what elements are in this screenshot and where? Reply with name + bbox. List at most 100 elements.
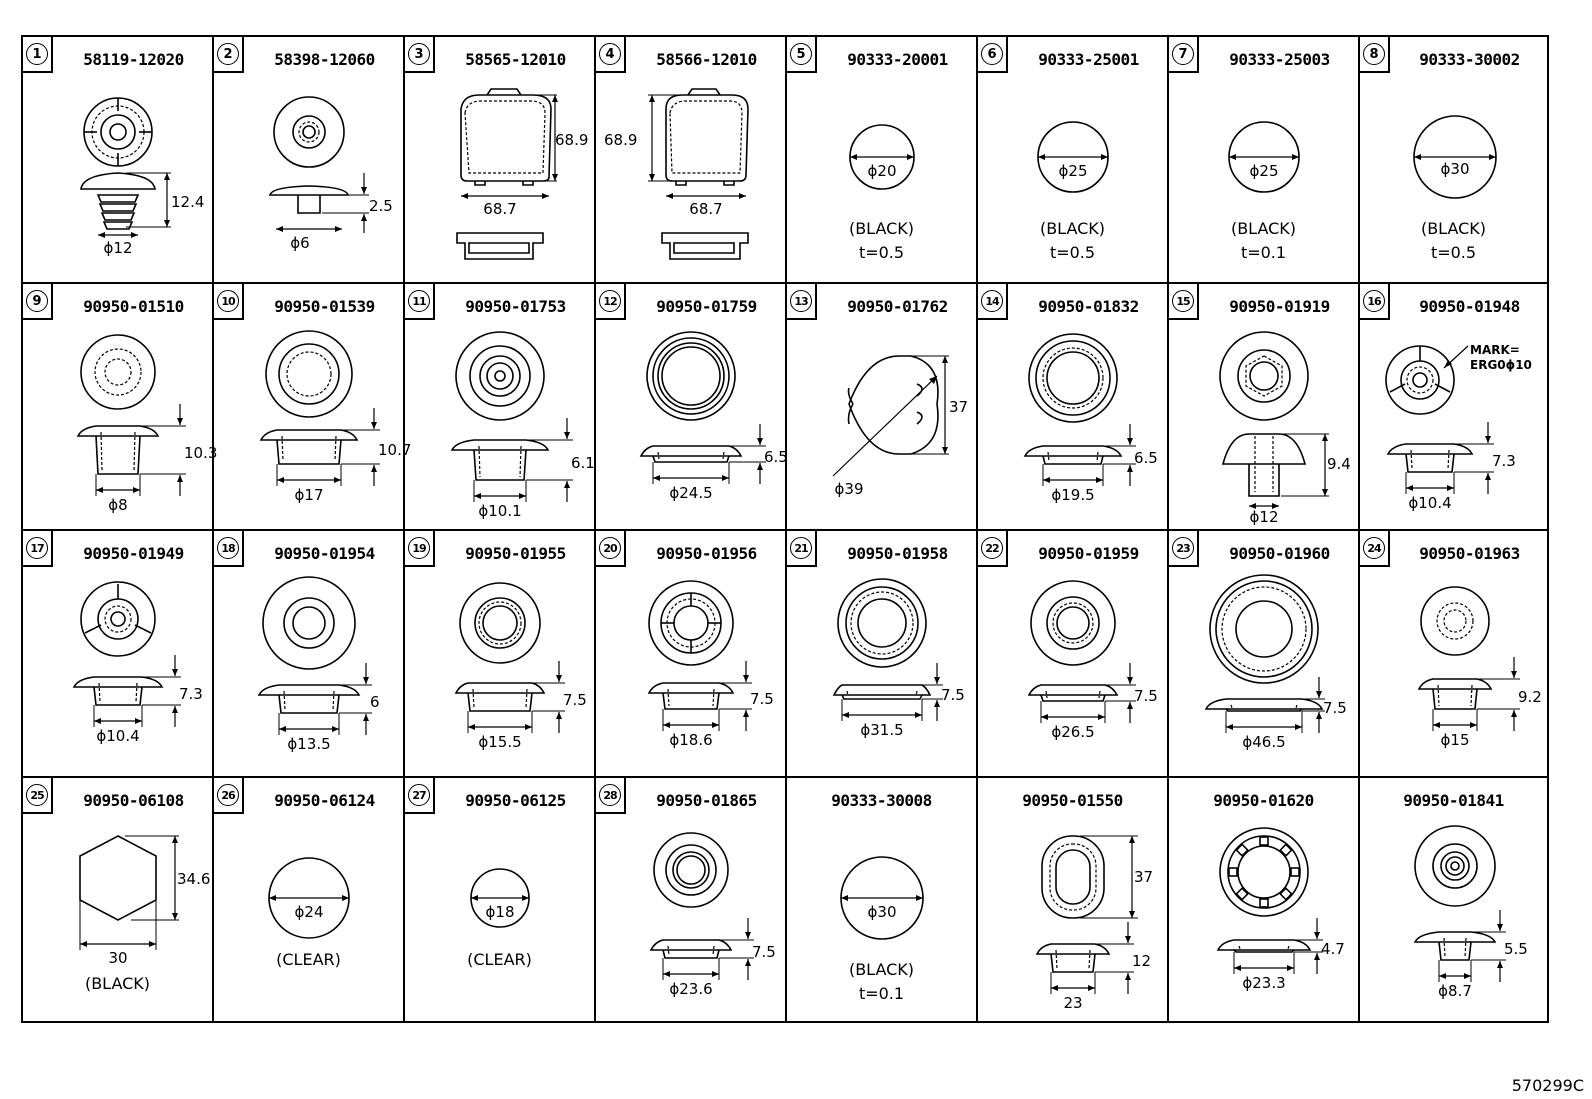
part-number: 58119-12020 [83,50,184,69]
part-drawing: ϕ25 [1037,121,1109,193]
outline-circle [1030,580,1116,666]
outline-circle [298,121,320,143]
ref-number-box: 11 [405,284,435,320]
arrow-head [564,481,570,488]
ref-number-box: 19 [405,531,435,567]
hidden-line [1410,449,1450,470]
outline-circle [1215,580,1313,678]
flange-profile [450,439,550,451]
ref-number: 13 [790,290,812,312]
body-profile [1438,941,1472,961]
outline-circle [1235,600,1293,658]
ref-number: 21 [790,537,812,559]
ref-number-box: 10 [214,284,244,320]
inner-outline [669,100,743,174]
thickness-note: t=0.5 [1430,243,1477,262]
arrow-head [1464,973,1471,979]
hidden-line [472,688,528,709]
outline-circle [1412,372,1428,388]
oval-outline [1049,843,1097,911]
dimension-label: 9.2 [1518,688,1542,706]
arrow-head [739,193,746,199]
dimension-label: 68.7 [689,200,722,218]
flange-profile [832,684,932,696]
flange-profile [1204,698,1324,710]
ref-number-box: 21 [787,531,817,567]
part-cell: 24 90950-01963 9.2 ϕ15 [1358,529,1549,776]
barb-profile [102,221,134,230]
arrow-head [842,712,849,718]
dimension-label: 12 [1132,952,1151,970]
arrow-head [519,493,526,499]
hidden-line [1055,949,1091,970]
arrow-head [522,895,529,901]
clip-outline [675,181,735,186]
ref-number-box: 12 [596,284,626,320]
arrow-head [722,475,729,481]
side-profile [673,242,735,254]
outline-circle [1219,827,1309,917]
ref-number: 1 [26,43,48,65]
hidden-line [100,431,136,472]
arrow-head [1497,961,1503,968]
outline-circle [283,597,335,649]
outline-circle [80,581,156,657]
outline-circle [1219,331,1309,421]
flange-profile [454,682,546,694]
spline-tooth [1290,867,1300,877]
ref-number: 5 [790,43,812,65]
dimension-label: ϕ15 [1441,731,1470,749]
ref-number: 15 [1172,290,1194,312]
body-profile [93,686,143,706]
cover-outline [460,94,552,182]
spline-tooth [1259,836,1269,846]
hidden-line [478,445,522,478]
ref-number: 20 [599,537,621,559]
dimension-label: ϕ12 [1250,508,1279,526]
arrow-head [850,154,857,160]
part-number: 90950-01753 [465,297,566,316]
ref-number-box: 26 [214,778,244,814]
arrow-head [1043,477,1050,483]
cap-profile [268,185,350,196]
part-number: 90950-01963 [1419,544,1520,563]
arrow-head [361,187,367,194]
arrow-head [663,971,670,977]
ref-number: 10 [217,290,239,312]
arrow-head [361,214,367,221]
arrow-head [177,475,183,482]
arrow-head [1129,911,1135,918]
arrow-head [929,376,937,384]
outline-circle [1420,586,1490,656]
ref-number: 18 [217,537,239,559]
ref-number-box: 22 [978,531,1008,567]
flange-profile [1417,678,1493,690]
arrow-head [461,193,468,199]
dimension-label: ϕ20 [868,162,897,180]
arrow-head [96,487,103,493]
tab-outline [687,88,721,96]
outline-circle [469,345,531,407]
outline-circle [1035,340,1111,416]
ref-number: 6 [981,43,1003,65]
arrow-head [1295,724,1302,730]
outline-circle [455,331,545,421]
arrow-head [164,220,170,227]
outline-circle [478,601,522,645]
dimension-label: ϕ18.6 [669,731,712,749]
arrow-head [277,477,284,483]
outline-circle [486,362,514,390]
dimension-label: 30 [108,949,127,967]
arrow-head [564,432,570,439]
ref-number: 24 [1363,537,1385,559]
